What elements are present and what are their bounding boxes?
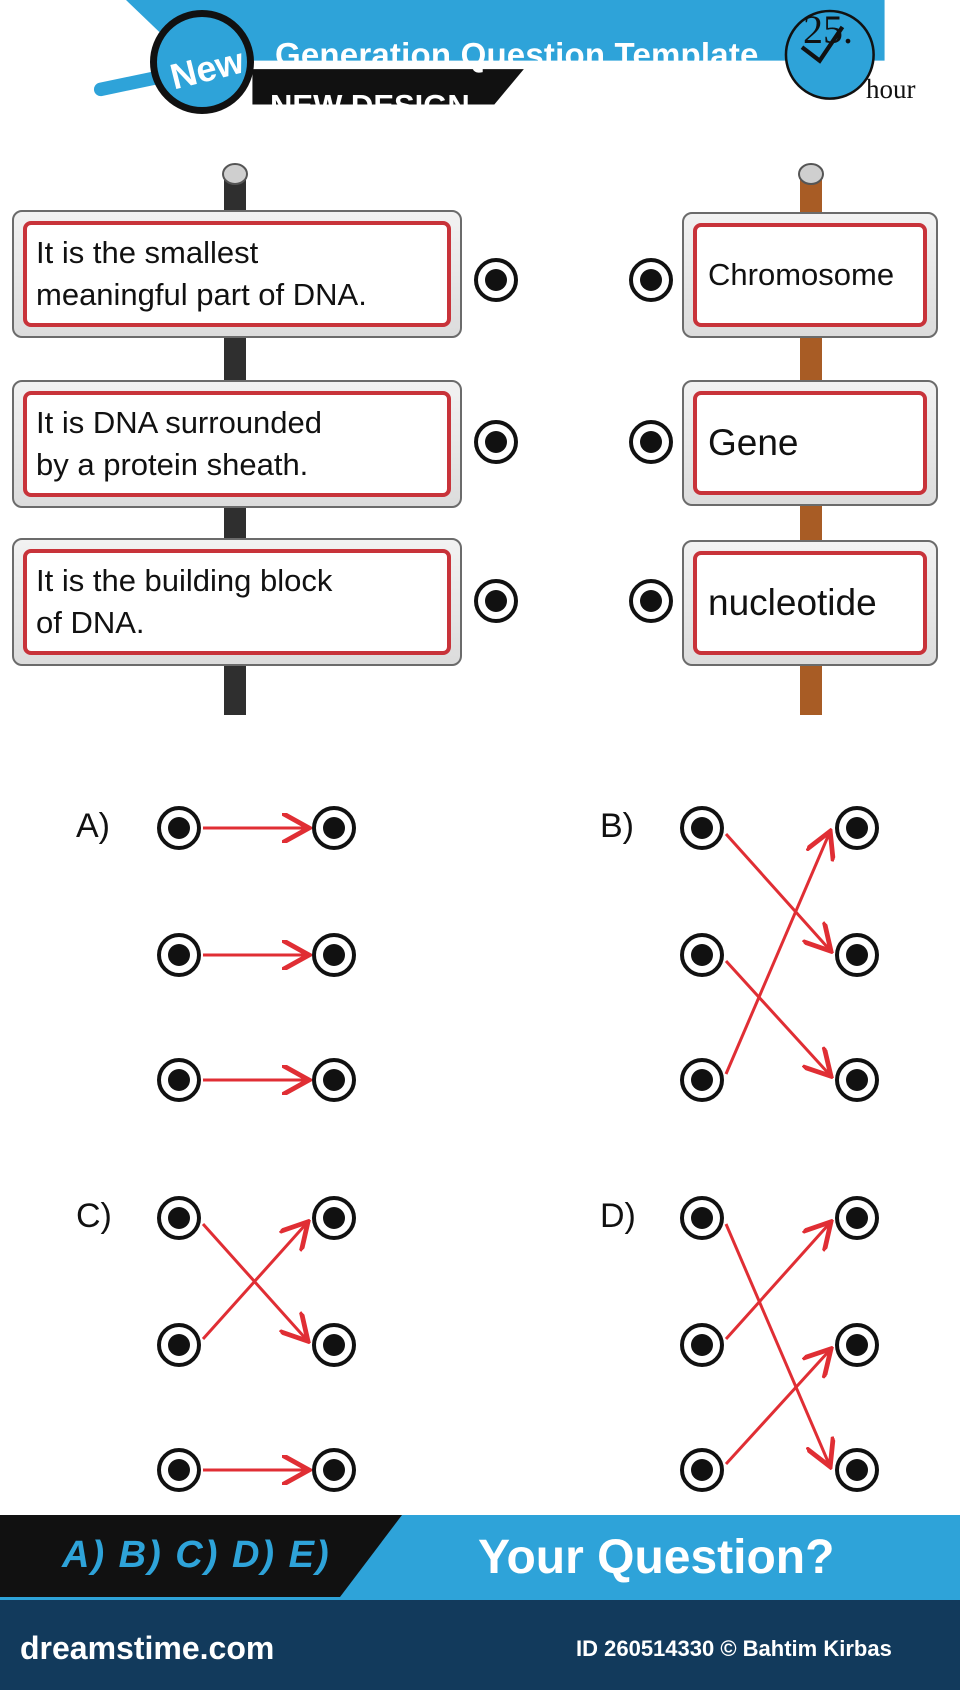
answer-choices: A) B) C) D) E)	[62, 1534, 331, 1576]
left-sign-2: It is DNA surrounded by a protein sheath…	[12, 380, 462, 508]
right-sign-1-label: Chromosome	[708, 257, 895, 292]
option-a-left-dot-2	[157, 933, 201, 977]
right-sign-dot-3	[629, 579, 673, 623]
option-d-right-dot-1	[835, 1196, 879, 1240]
option-c-left-dot-1	[157, 1196, 201, 1240]
page-title: Generation Question Template	[275, 36, 759, 73]
option-b-left-dot-1	[680, 806, 724, 850]
option-d-arrow-3	[724, 1351, 829, 1466]
option-a-left-dot-1	[157, 806, 201, 850]
option-d-right-dot-2	[835, 1323, 879, 1367]
option-c-label[interactable]: C)	[76, 1197, 112, 1235]
right-sign-3-label: nucleotide	[708, 582, 877, 623]
option-d-left-dot-2	[680, 1323, 724, 1367]
option-d-arrow-2	[724, 1224, 829, 1341]
option-b-arrow-2	[724, 959, 829, 1074]
option-b-left-dot-3	[680, 1058, 724, 1102]
option-c-right-dot-2	[312, 1323, 356, 1367]
stopwatch-icon	[784, 9, 875, 100]
option-b-right-dot-2	[835, 933, 879, 977]
option-b-right-dot-3	[835, 1058, 879, 1102]
image-id: ID 260514330 © Bahtim Kirbas	[576, 1636, 892, 1661]
left-sign-dot-2	[474, 420, 518, 464]
option-b-arrow-3	[724, 834, 829, 1075]
right-sign-nucleotide: nucleotide	[682, 540, 938, 666]
left-sign-1-text: It is the smallest meaningful part of DN…	[36, 235, 367, 312]
option-a-left-dot-3	[157, 1058, 201, 1102]
option-c-arrow-2	[201, 1224, 306, 1341]
left-sign-dot-1	[474, 258, 518, 302]
option-b-left-dot-2	[680, 933, 724, 977]
option-b-right-dot-1	[835, 806, 879, 850]
timer-unit: hour	[866, 74, 916, 104]
right-sign-dot-1	[629, 258, 673, 302]
matching-diagram	[157, 258, 879, 1492]
option-a-right-dot-3	[312, 1058, 356, 1102]
right-sign-dot-2	[629, 420, 673, 464]
option-c-right-dot-3	[312, 1448, 356, 1492]
timer-value: 25.	[803, 7, 853, 52]
left-sign-dot-3	[474, 579, 518, 623]
left-sign-3: It is the building block of DNA.	[12, 538, 462, 666]
option-b-arrow-1	[724, 832, 829, 949]
footer-banner	[0, 1515, 960, 1690]
left-sign-1: It is the smallest meaningful part of DN…	[12, 210, 462, 338]
option-d-label[interactable]: D)	[600, 1197, 636, 1235]
option-d-left-dot-1	[680, 1196, 724, 1240]
option-a-label[interactable]: A)	[76, 807, 110, 845]
right-sign-2-label: Gene	[708, 422, 799, 463]
right-sign-chromosome: Chromosome	[682, 212, 938, 338]
brand-logo: dreamstime.com	[20, 1630, 275, 1666]
left-sign-2-text: It is DNA surrounded by a protein sheath…	[36, 405, 323, 482]
option-c-left-dot-2	[157, 1323, 201, 1367]
new-badge	[150, 10, 254, 114]
your-question-text: Your Question?	[478, 1531, 835, 1584]
option-c-right-dot-1	[312, 1196, 356, 1240]
option-d-arrow-1	[724, 1223, 829, 1464]
left-sign-3-text: It is the building block of DNA.	[36, 563, 333, 640]
option-d-left-dot-3	[680, 1448, 724, 1492]
page-subtitle: NEW DESIGN	[270, 88, 470, 123]
option-c-left-dot-3	[157, 1448, 201, 1492]
option-a-right-dot-2	[312, 933, 356, 977]
option-b-label[interactable]: B)	[600, 807, 634, 845]
option-a-right-dot-1	[312, 806, 356, 850]
right-sign-gene: Gene	[682, 380, 938, 506]
option-d-right-dot-3	[835, 1448, 879, 1492]
header-banner	[93, 0, 885, 105]
